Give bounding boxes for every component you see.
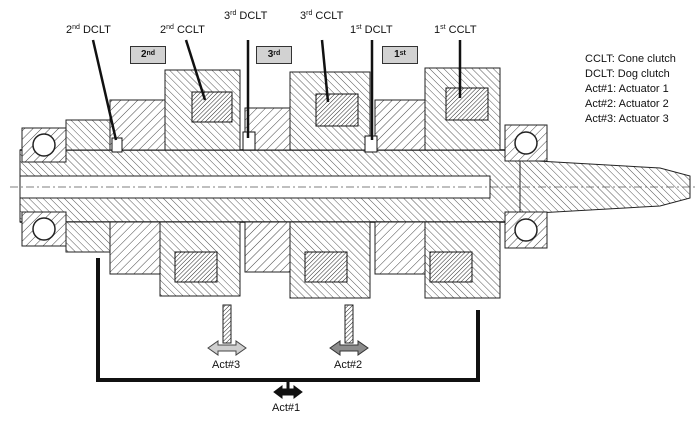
right-bearing (504, 124, 548, 249)
cone-clutch-springs-upper (191, 87, 489, 127)
leader-lines (91, 39, 462, 141)
legend-item: CCLT: Cone clutch (585, 53, 676, 65)
actuator-1-arrow (273, 385, 303, 399)
gear-box-1st: 1st (382, 46, 418, 64)
actuator-1-label: Act#1 (272, 402, 301, 414)
actuator-3-arrow (207, 340, 247, 356)
dog-clutch-slots (111, 131, 378, 153)
legend-item: Act#3: Actuator 3 (585, 113, 669, 125)
actuator-3-label: Act#3 (212, 359, 241, 371)
gear-3-assembly (244, 71, 371, 299)
legend-item: Act#2: Actuator 2 (585, 98, 669, 110)
label-3rd-dclt: 3rd DCLT (224, 10, 268, 22)
left-bearing (21, 127, 67, 247)
actuator-rods (222, 304, 354, 344)
actuator-2-label: Act#2 (334, 359, 363, 371)
label-3rd-cclt: 3rd CCLT (300, 10, 344, 22)
legend: CCLT: Cone clutch DCLT: Dog clutch Act#1… (585, 52, 676, 127)
actuator-2-arrow (329, 340, 369, 356)
legend-item: Act#1: Actuator 1 (585, 83, 669, 95)
input-hub (65, 119, 111, 253)
cone-clutch-springs-lower (174, 251, 473, 283)
main-shaft (10, 149, 695, 223)
legend-item: DCLT: Dog clutch (585, 68, 670, 80)
gear-box-3rd: 3rd (256, 46, 292, 64)
label-1st-cclt: 1st CCLT (434, 24, 477, 36)
label-2nd-cclt: 2nd CCLT (160, 24, 205, 36)
gear-box-2nd: 2nd (130, 46, 166, 64)
label-2nd-dclt: 2nd DCLT (66, 24, 111, 36)
actuator-1-linkage (96, 258, 480, 382)
label-1st-dclt: 1st DCLT (350, 24, 393, 36)
